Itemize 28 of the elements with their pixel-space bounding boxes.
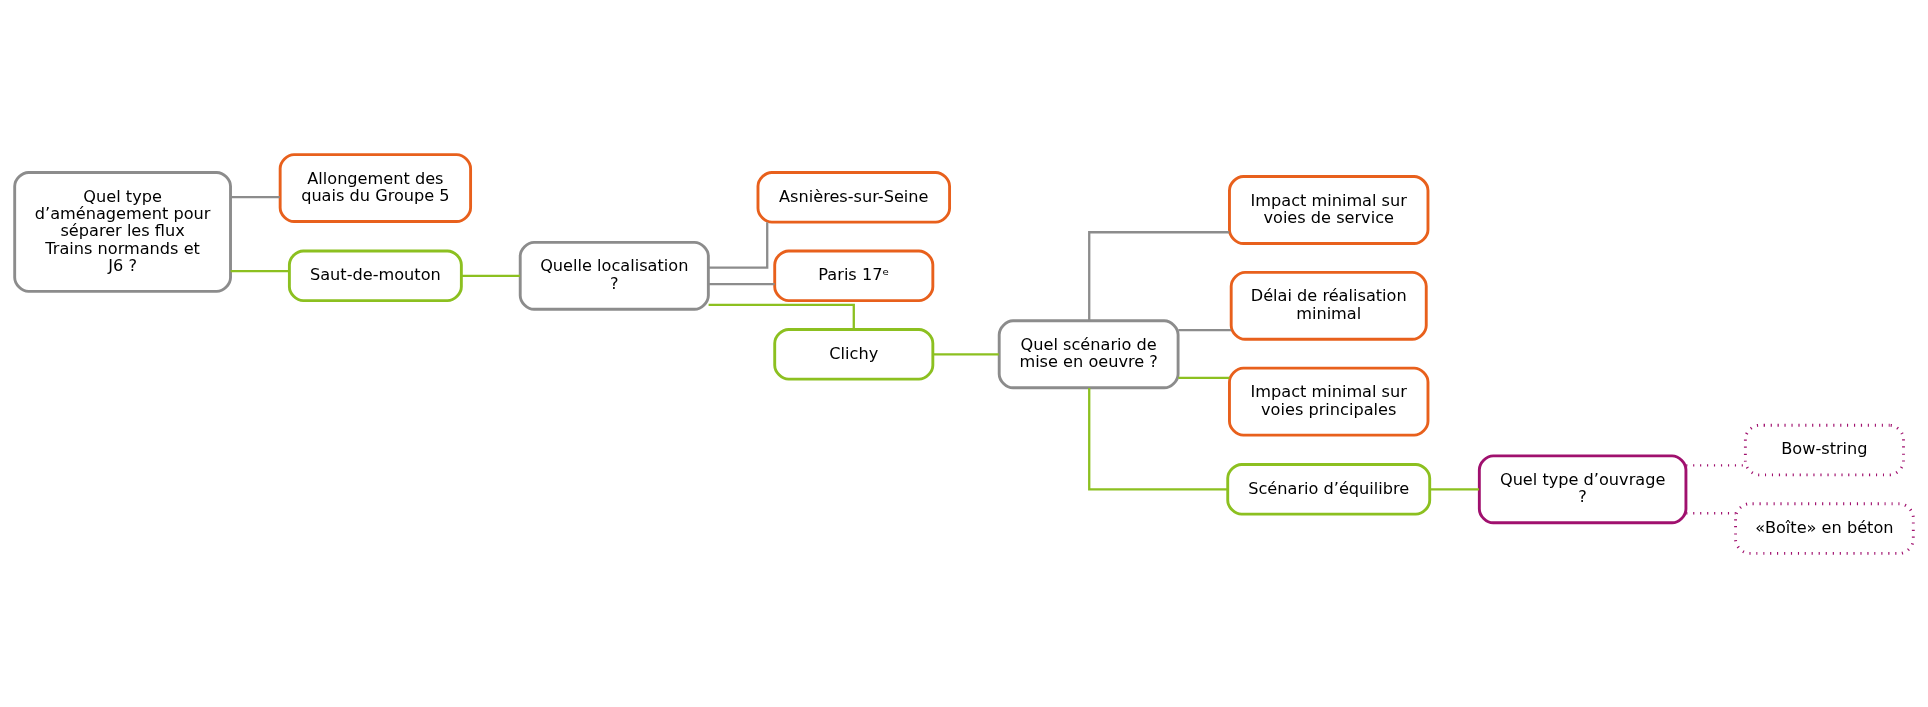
connector bbox=[461, 274, 521, 277]
connector bbox=[708, 221, 769, 269]
connector bbox=[1088, 230, 1230, 321]
connector bbox=[932, 352, 999, 355]
node-box: Bow-string bbox=[1743, 423, 1905, 476]
node-box: Scénario d’équilibre bbox=[1226, 462, 1432, 516]
node-box: Quel type d’ouvrage ? bbox=[1477, 453, 1688, 524]
connector bbox=[1178, 376, 1230, 379]
connector bbox=[1178, 328, 1232, 331]
node-box: Quel type d’aménagement pour séparer les flux Trains normands et J6 ? bbox=[13, 170, 232, 293]
connector bbox=[1686, 463, 1746, 467]
connector bbox=[1429, 487, 1479, 490]
node-box: Impact minimal sur voies principales bbox=[1228, 366, 1430, 437]
connector bbox=[1088, 387, 1228, 490]
node-box: Asnières-sur-Seine bbox=[756, 170, 951, 224]
node-box: «Boîte» en béton bbox=[1734, 501, 1915, 555]
node-box: Quel scénario de mise en oeuvre ? bbox=[997, 318, 1180, 389]
connector bbox=[230, 269, 290, 272]
node-box: Clichy bbox=[773, 327, 935, 381]
node-box: Quelle localisation ? bbox=[518, 240, 710, 311]
node-box: Délai de réalisation minimal bbox=[1229, 270, 1428, 341]
connector bbox=[1686, 511, 1736, 514]
connector bbox=[708, 282, 775, 285]
connector bbox=[230, 195, 280, 198]
node-box: Paris 17ᵉ bbox=[773, 249, 935, 302]
node-box: Saut-de-mouton bbox=[287, 249, 463, 302]
node-box: Impact minimal sur voies de service bbox=[1228, 174, 1430, 245]
node-box: Allongement des quais du Groupe 5 bbox=[278, 152, 473, 223]
